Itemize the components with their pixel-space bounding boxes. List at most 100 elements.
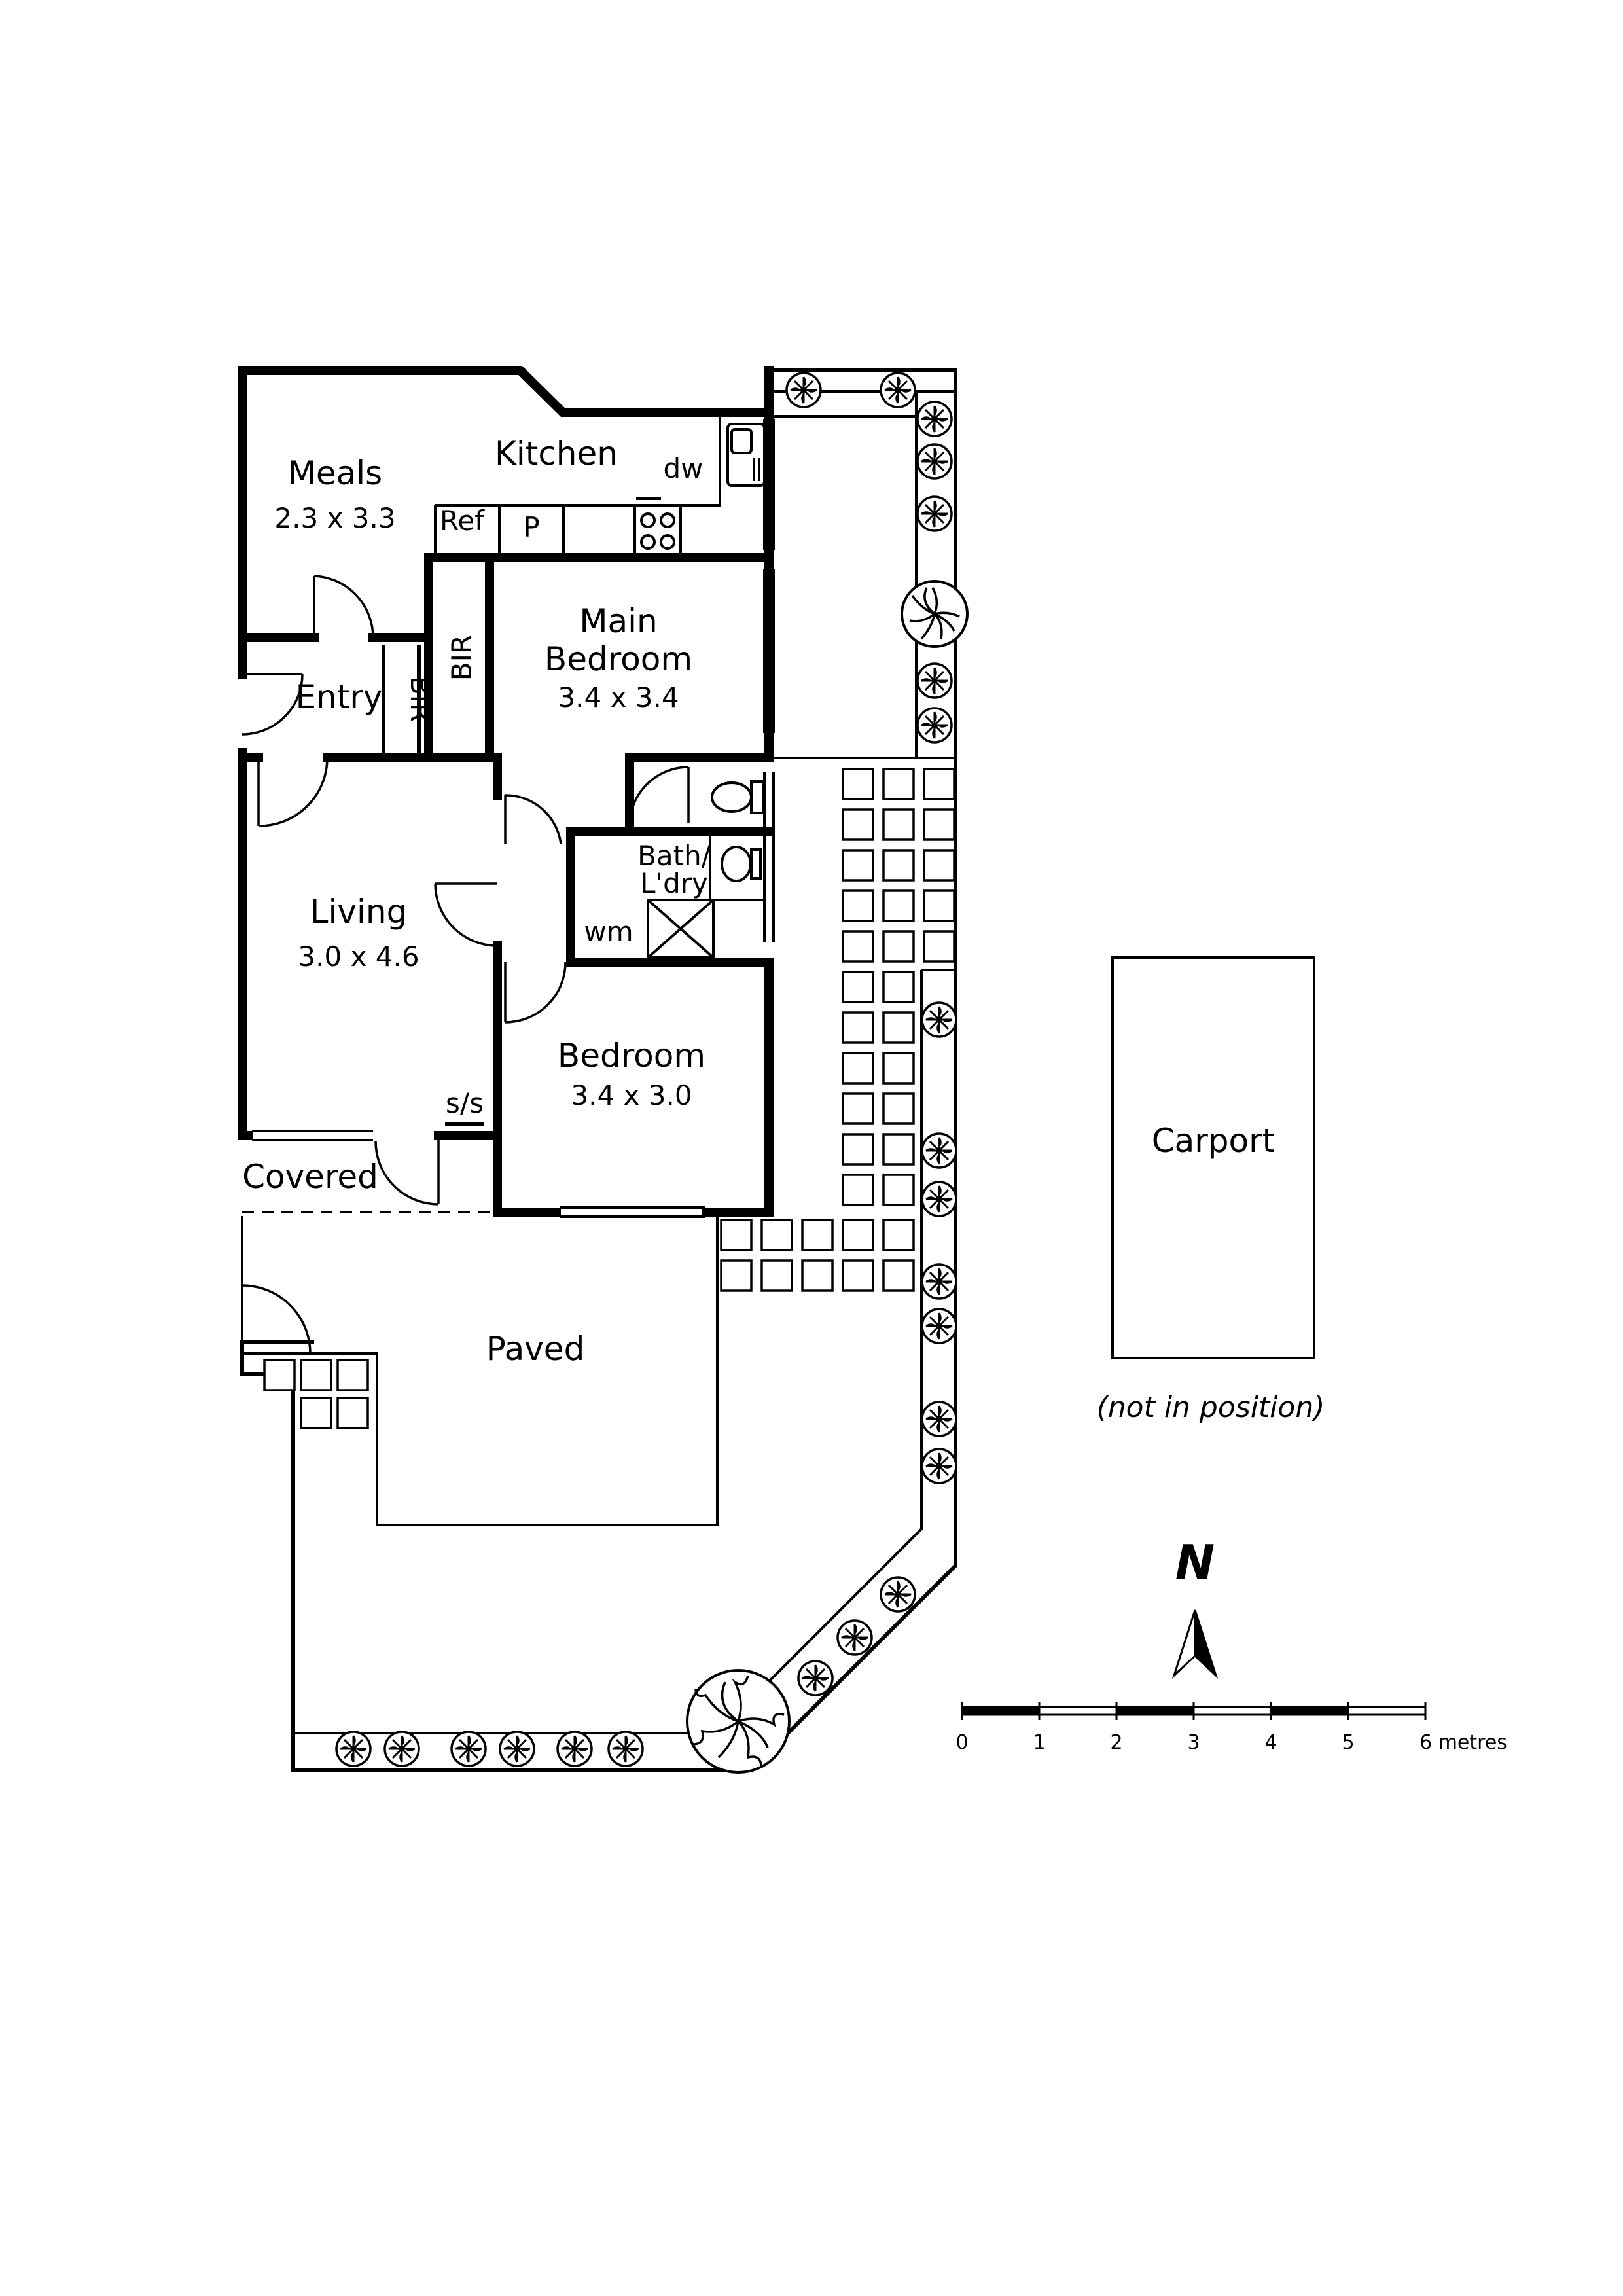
paver (842, 930, 874, 963)
shrub-icon (921, 1308, 957, 1344)
scale-bar (961, 1702, 1427, 1720)
pavers (263, 768, 955, 1429)
scale-tick-6: 6 metres (1419, 1731, 1507, 1754)
paver (842, 1259, 874, 1292)
window-living-south (252, 1130, 373, 1141)
paver (336, 1397, 369, 1429)
shrub-icon (797, 1660, 834, 1696)
shrub-icon (916, 662, 953, 699)
shrub-icon (916, 707, 953, 744)
scale-tick-5: 5 (1342, 1731, 1354, 1754)
shrub-icon (607, 1731, 644, 1767)
building-walls (238, 366, 774, 1217)
scale-tick-4: 4 (1264, 1731, 1277, 1754)
kitchen-fixtures (434, 412, 766, 559)
paver (300, 1397, 332, 1429)
paver (882, 889, 915, 922)
room-meals-label: Meals (288, 454, 382, 492)
room-main-bedroom-size: 3.4 x 3.4 (558, 681, 679, 713)
paver (842, 1052, 874, 1085)
scale-segment (1115, 1706, 1195, 1716)
paver (882, 1052, 915, 1085)
paver (842, 1092, 874, 1125)
shrub-icon (880, 1576, 916, 1613)
toilet (711, 780, 764, 814)
bir-main-label: BIR (446, 635, 478, 681)
shrub-icon (921, 1263, 957, 1300)
paver (842, 849, 874, 882)
windows (252, 419, 775, 1218)
doors (241, 575, 690, 1354)
pantry-label: P (523, 511, 539, 543)
scale-tick-2: 2 (1110, 1731, 1122, 1754)
north-label: N (1175, 1535, 1215, 1590)
bath-fixtures (647, 780, 764, 962)
room-kitchen-label: Kitchen (495, 435, 618, 473)
paver (882, 768, 915, 800)
shrub-icon (556, 1731, 593, 1767)
paver (882, 1133, 915, 1166)
shrub-icon (383, 1731, 420, 1767)
fixture-labels: dw Ref P BIR BIR wm s/s (404, 452, 704, 1119)
refrigerator-label: Ref (440, 505, 485, 537)
paver (801, 1259, 834, 1292)
paver (842, 808, 874, 841)
room-bath-label-1: Bath/ (637, 840, 711, 872)
door-covered (374, 1140, 440, 1206)
basin (721, 846, 762, 882)
shrub-icon (921, 1181, 957, 1217)
area-covered-label: Covered (242, 1158, 378, 1196)
room-bedroom-size: 3.4 x 3.0 (571, 1079, 692, 1111)
paver (842, 971, 874, 1003)
scale-tick-3: 3 (1187, 1731, 1200, 1754)
shrub-icon (921, 1001, 957, 1038)
scale-segment (1347, 1706, 1427, 1716)
shrub-icon (916, 401, 953, 437)
door-entry-living (257, 757, 329, 827)
scale-segment (1192, 1706, 1272, 1716)
shrub-icon (785, 372, 822, 408)
shrub-icon (499, 1731, 535, 1767)
paver (842, 889, 874, 922)
door-side-gate (241, 1284, 312, 1354)
room-living-size: 3.0 x 4.6 (298, 941, 419, 973)
paver (923, 768, 955, 800)
room-main-bedroom-label-2: Bedroom (544, 640, 692, 678)
carport-label: Carport (1152, 1122, 1275, 1160)
room-entry-label: Entry (295, 678, 382, 716)
bir-entry-label: BIR (404, 676, 437, 722)
scale-segment (1038, 1706, 1118, 1716)
shrub-icon (450, 1731, 487, 1767)
paver (842, 768, 874, 800)
paver (801, 1219, 834, 1251)
paver (882, 1174, 915, 1206)
paver (882, 808, 915, 841)
cooktop (633, 504, 682, 559)
carport-note: (not in position) (1097, 1391, 1325, 1424)
scale-segment (1270, 1706, 1349, 1716)
tree-icon (686, 1669, 791, 1774)
paver (923, 849, 955, 882)
room-labels: Meals 2.3 x 3.3 Kitchen Main Bedroom 3.4… (242, 435, 711, 1368)
paver (842, 1133, 874, 1166)
paver (300, 1359, 332, 1391)
door-meals-entry (313, 575, 374, 638)
scale-tick-1: 1 (1033, 1731, 1045, 1754)
shrub-icon (921, 1132, 957, 1169)
paver (842, 1219, 874, 1251)
area-paved-label: Paved (486, 1330, 585, 1368)
paver (882, 930, 915, 963)
dishwasher-label: dw (663, 452, 703, 484)
paver (842, 1174, 874, 1206)
bir-cupboards (382, 563, 491, 753)
shrub-icon (921, 1401, 957, 1437)
paver (882, 1259, 915, 1292)
sliding-stacker-label: s/s (446, 1087, 484, 1119)
paver (882, 971, 915, 1003)
north-compass: N (1171, 1535, 1219, 1679)
room-living-label: Living (310, 893, 408, 931)
carport: Carport (not in position) (1097, 956, 1325, 1424)
shrub-icon (916, 495, 953, 532)
door-hall-bedroom (504, 961, 567, 1024)
